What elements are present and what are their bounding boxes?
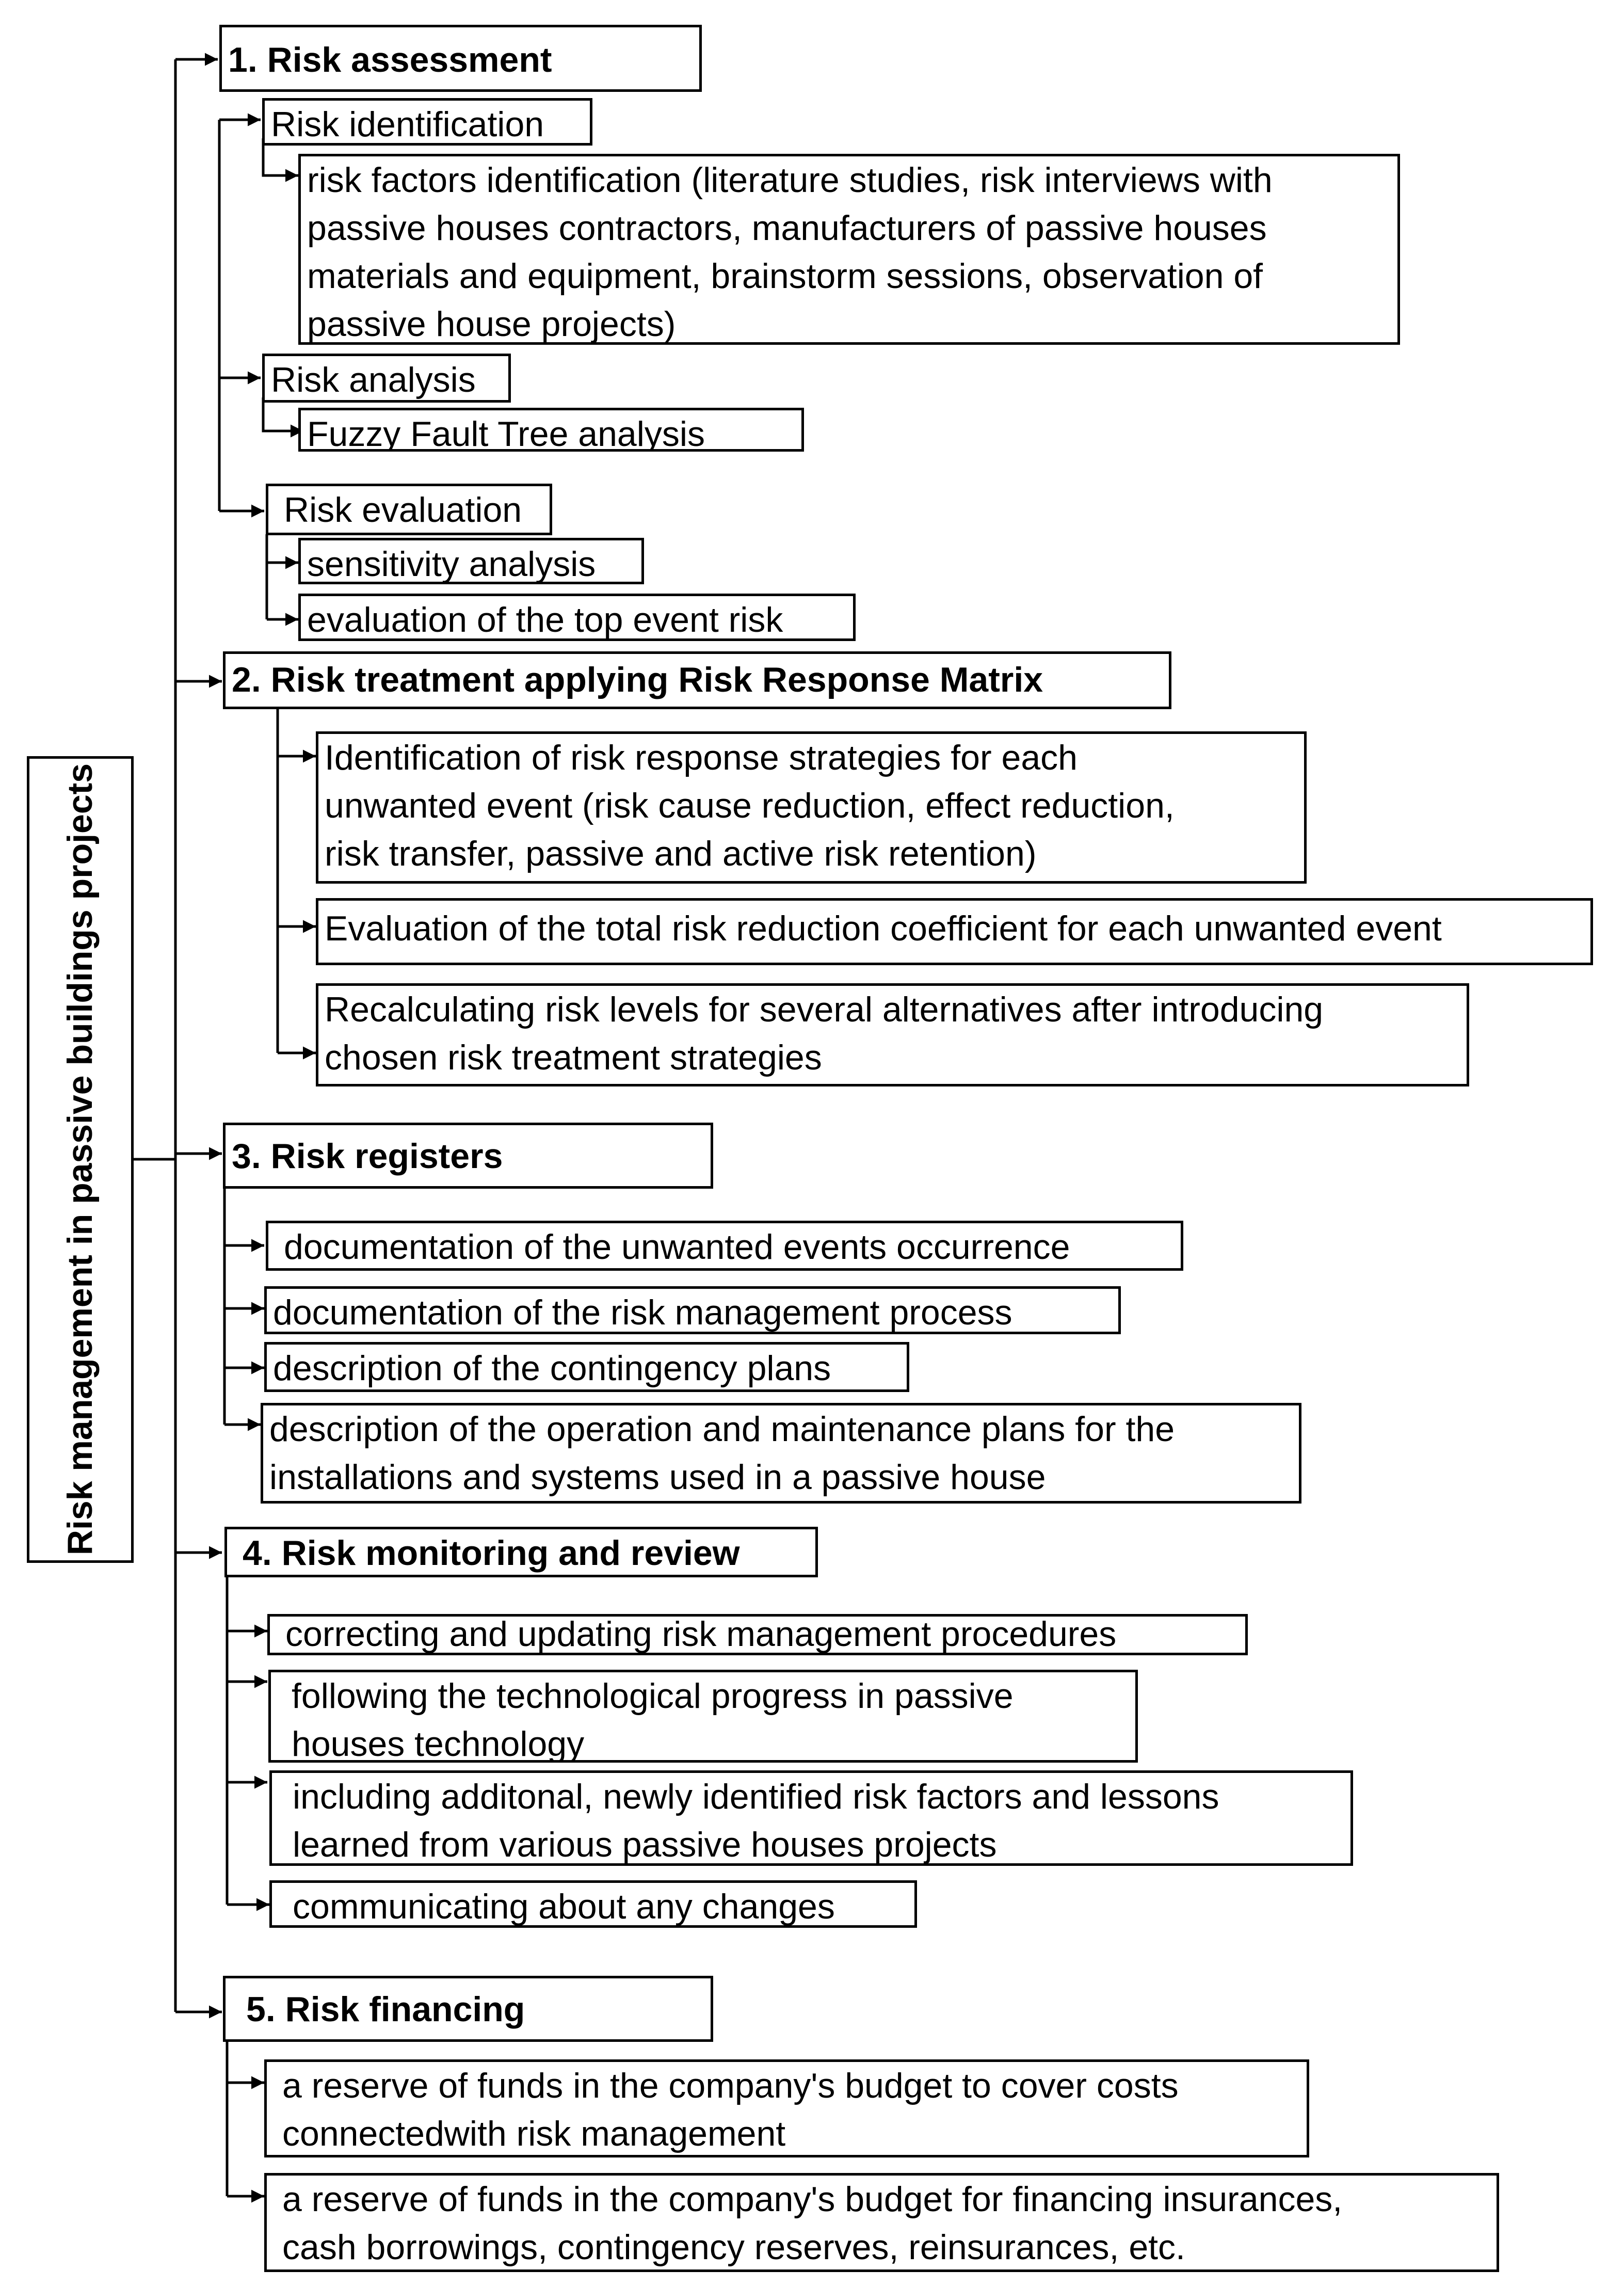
node-evaluation-top-event: evaluation of the top event risk <box>298 594 856 641</box>
node-correcting-procedures: correcting and updating risk management … <box>267 1614 1248 1655</box>
connector-fuzzy-fault-tree <box>262 397 303 438</box>
node-risk-identification: Risk identification <box>262 98 592 146</box>
node-following-progress: following the technological progress in … <box>268 1670 1138 1763</box>
section-4-title: 4. Risk monitoring and review <box>224 1527 818 1577</box>
section-3-title: 3. Risk registers <box>223 1123 713 1189</box>
node-risk-factors-identification: risk factors identification (literature … <box>298 154 1400 345</box>
node-operation-maintenance-plans: description of the operation and mainten… <box>261 1403 1301 1504</box>
node-fuzzy-fault-tree: Fuzzy Fault Tree analysis <box>298 408 804 452</box>
connector-risk-factors <box>262 138 298 182</box>
node-documentation-occurrence: documentation of the unwanted events occ… <box>266 1221 1183 1271</box>
node-identification-strategies: Identification of risk response strategi… <box>316 731 1307 884</box>
node-reserve-financing: a reserve of funds in the company's budg… <box>264 2173 1499 2272</box>
node-documentation-process: documentation of the risk management pro… <box>264 1286 1121 1334</box>
node-including-risk-factors: including additonal, newly identified ri… <box>269 1770 1353 1866</box>
node-evaluation-coefficient: Evaluation of the total risk reduction c… <box>316 898 1593 965</box>
node-recalculating-risk-levels: Recalculating risk levels for several al… <box>316 983 1469 1086</box>
root-box <box>27 756 134 1563</box>
section-1-title: 1. Risk assessment <box>219 25 702 92</box>
node-contingency-plans: description of the contingency plans <box>264 1342 909 1392</box>
node-risk-analysis: Risk analysis <box>262 354 511 403</box>
section-2-title: 2. Risk treatment applying Risk Response… <box>223 651 1171 709</box>
node-risk-evaluation: Risk evaluation <box>266 484 552 535</box>
node-reserve-costs: a reserve of funds in the company's budg… <box>264 2059 1309 2157</box>
node-sensitivity-analysis: sensitivity analysis <box>298 538 644 584</box>
node-communicating-changes: communicating about any changes <box>269 1880 917 1928</box>
section-5-title: 5. Risk financing <box>223 1976 713 2042</box>
root-label: Risk management in passive buildings pro… <box>60 763 100 1556</box>
